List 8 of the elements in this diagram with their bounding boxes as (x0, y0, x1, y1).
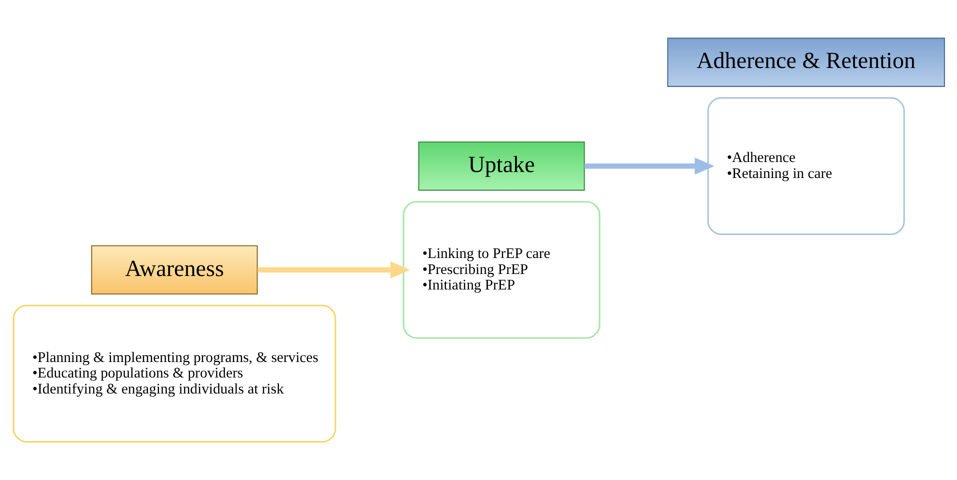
node-box: •Adherence •Retaining in care (706, 97, 904, 236)
node-box: Adherence & Retention (666, 38, 944, 87)
node-box: Uptake (418, 141, 584, 191)
arrow (584, 158, 714, 175)
node-box: •Planning & implementing programs, & services •Educating populations & providers •Identifying & engaging individuals at risk (12, 304, 336, 443)
node-box: Awareness (90, 245, 258, 295)
arrow (257, 261, 410, 278)
node-box: •Linking to PrEP care •Prescribing PrEP •Initiating PrEP (402, 200, 600, 339)
